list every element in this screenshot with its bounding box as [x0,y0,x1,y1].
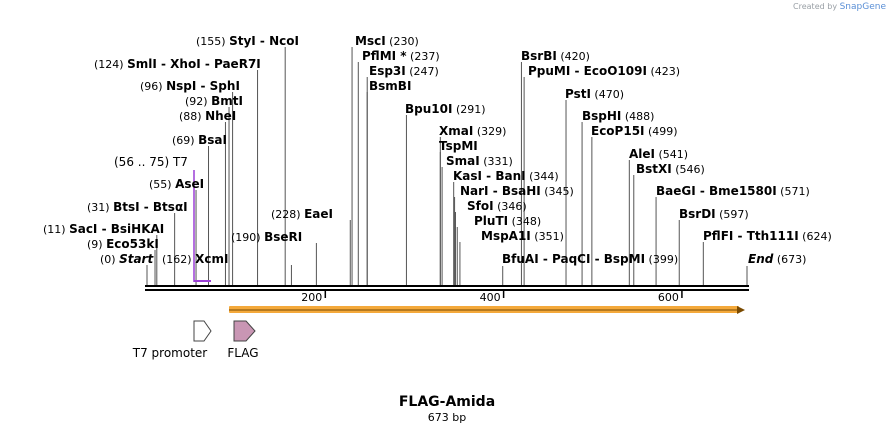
site-label: (92) BmtI [185,94,243,108]
map-title: FLAG-Amida [398,394,496,410]
site-label: XmaI (329) [439,124,506,138]
site-label: MspA1I (351) [481,229,564,243]
orf-arrow[interactable] [229,306,745,314]
site-label: AleI (541) [629,147,688,161]
site-label: (155) StyI - NcoI [196,34,299,48]
site-label: (31) BtsI - BtsαI [87,200,188,214]
site-label: BsrDI (597) [679,207,749,221]
site-label: Bpu10I (291) [405,102,486,116]
site-label: BsrBI (420) [521,49,590,63]
feature-label-t7: (56 .. 75) T7 [114,155,188,169]
credit-prefix: Created by [793,2,838,11]
site-label: (96) NspI - SphI [140,79,240,93]
cut-site-lines [146,47,748,285]
site-label: BstXI (546) [636,162,705,176]
site-label: (0) Start [100,252,154,266]
site-label: (124) SmlI - XhoI - PaeR7I [94,57,261,71]
feature-glyphs[interactable]: T7 promoter FLAG [132,320,259,360]
site-label: (55) AseI [149,177,204,191]
orf-arrowhead [737,306,745,314]
site-label: PstI (470) [565,87,624,101]
site-label: BfuAI - PaqCI - BspMI (399) [502,252,678,266]
site-label: PflMI * (237) [362,49,440,63]
snapgene-logo-text: SnapGene [839,2,886,12]
site-label: BsmBI [369,79,411,93]
site-label-end: End (673) [748,252,806,266]
site-label: KasI - BanI (344) [453,169,559,183]
flag-label: FLAG [227,346,258,360]
site-label: PpuMI - EcoO109I (423) [528,64,680,78]
site-label: SmaI (331) [446,154,513,168]
site-label: BaeGI - Bme1580I (571) [656,184,810,198]
app-credit: Created by SnapGene [793,2,886,12]
site-label: EcoP15I (499) [591,124,678,138]
dna-backbone [145,285,749,291]
enzyme-labels: (155) StyI - NcoI (124) SmlI - XhoI - Pae… [43,34,832,266]
site-label: PflFI - Tth111I (624) [703,229,832,243]
flag-cds-glyph [233,320,256,342]
map-length: 673 bp [427,411,467,424]
site-label: SfoI (346) [467,199,527,213]
site-label: (162) XcmI [162,252,228,266]
site-label: (9) Eco53kI [87,237,159,251]
site-label: (69) BsaI [172,133,227,147]
ruler-tick-label: 200 [301,291,322,304]
site-label: (11) SacI - BsiHKAI [43,222,164,236]
site-label: PluTI (348) [474,214,541,228]
site-label: (190) BseRI [231,230,302,244]
ruler-tick-label: 600 [658,291,679,304]
site-label: (228) EaeI [271,207,333,221]
site-label: BspHI (488) [582,109,654,123]
site-label: Esp3I (247) [369,64,439,78]
t7-promoter-label: T7 promoter [132,346,208,360]
site-label: TspMI [439,139,478,153]
site-label: NarI - BsaHI (345) [460,184,574,198]
ruler-ticks: 200 400 600 [301,289,683,304]
t7-promoter-glyph [193,320,212,342]
site-label: (88) NheI [179,109,236,123]
ruler-tick-label: 400 [480,291,501,304]
site-label: MscI (230) [355,34,419,48]
